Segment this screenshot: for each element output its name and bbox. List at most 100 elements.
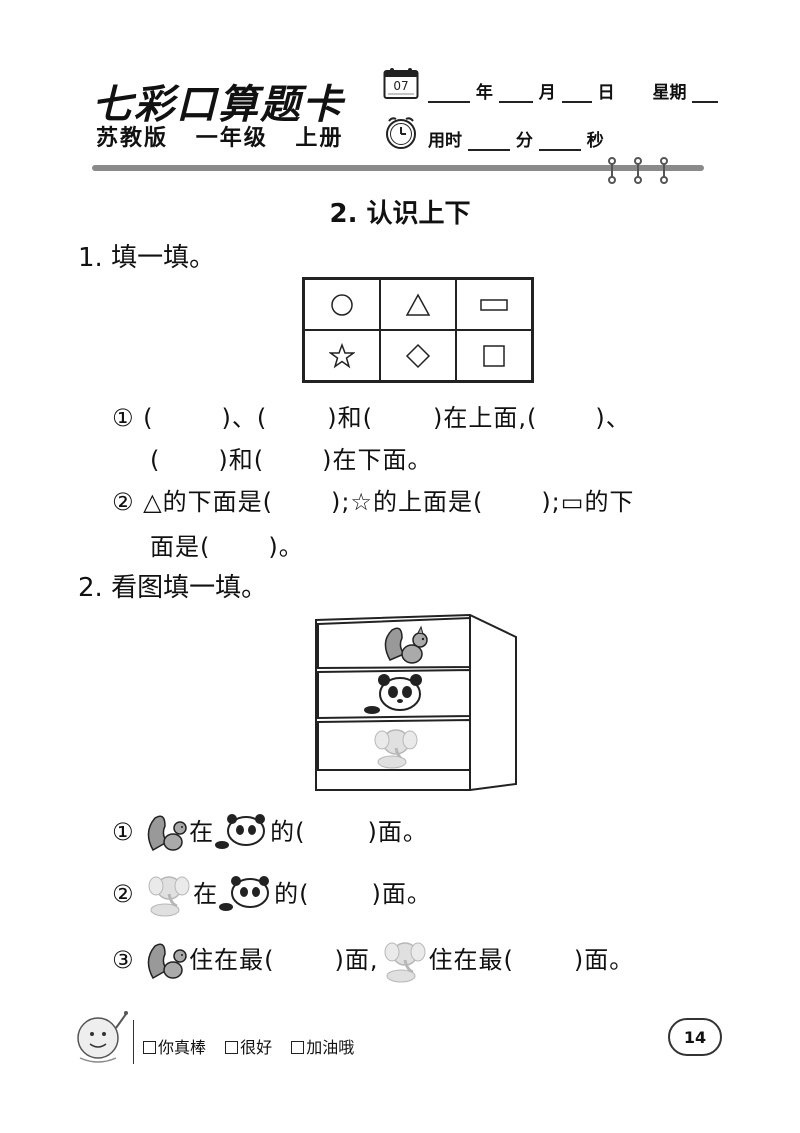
month-blank[interactable] (498, 87, 533, 103)
checkbox[interactable] (143, 1041, 156, 1054)
q1-sub2-line-a: ② △的下面是();☆的上面是();▭的下 (112, 482, 634, 517)
squirrel-icon (147, 943, 187, 980)
shape-cell (380, 279, 456, 330)
edition-grade: 一年级 (195, 126, 268, 151)
year-blank[interactable] (428, 87, 470, 103)
elephant-icon (384, 942, 426, 983)
calendar-day: 07 (393, 79, 408, 93)
text: )、 (595, 404, 631, 432)
diamond-shape-icon (405, 343, 431, 368)
rating-label: 加油哦 (306, 1038, 355, 1057)
second-label: 秒 (586, 131, 604, 151)
section-title: 2. 认识上下 (329, 199, 471, 229)
shape-cell (304, 330, 380, 381)
question-2-heading: 2. 看图填一填。 (78, 573, 268, 603)
minute-label: 分 (515, 131, 533, 151)
mascot-icon (77, 1011, 128, 1063)
panda-icon (219, 876, 270, 911)
sub-number: ① (112, 818, 135, 846)
time-row: 用时 分 秒 (428, 126, 604, 151)
rating-label: 你真棒 (158, 1038, 207, 1057)
elephant-icon (148, 876, 190, 917)
text: )面, (334, 946, 379, 974)
page-number: 14 (668, 1018, 722, 1056)
cabinet-shelf-top (317, 616, 471, 670)
squirrel-icon (147, 815, 187, 852)
checkbox[interactable] (225, 1041, 239, 1054)
edition-publisher: 苏教版 (96, 126, 169, 151)
checkbox[interactable] (291, 1041, 305, 1054)
text: )面。 (367, 818, 428, 846)
q2-item-1: ① 在 的( )面。 (112, 812, 428, 854)
elephant-icon (374, 729, 418, 769)
footer-separator (133, 1020, 134, 1064)
q1-sub1-line-b: ( )和( )在下面。 (150, 440, 432, 475)
text: )和( (218, 446, 265, 474)
binder-rings-icon (608, 157, 668, 184)
cabinet-illustration (315, 613, 517, 791)
text: ( (150, 446, 161, 474)
star-shape-icon (329, 342, 355, 368)
text: )面。 (573, 946, 635, 974)
text: );▭的下 (541, 488, 635, 516)
month-label: 月 (538, 83, 556, 103)
year-label: 年 (475, 83, 493, 103)
text: 的( (274, 880, 310, 908)
rating-option-2[interactable]: 很好 (225, 1038, 272, 1057)
shape-cell (304, 279, 380, 330)
second-blank[interactable] (538, 135, 581, 151)
question-1-heading: 1. 填一填。 (78, 243, 216, 273)
squirrel-icon (384, 625, 428, 664)
q1-sub1-line-a: ① ( )、( )和( )在上面,( )、 (112, 398, 631, 433)
square-shape-icon (483, 344, 505, 367)
rating-label: 很好 (240, 1038, 273, 1057)
q2-item-2: ② 在 的( )面。 (112, 872, 432, 918)
header-divider (92, 165, 704, 171)
self-rating: 你真棒 很好 加油哦 (143, 1034, 368, 1058)
time-used-label: 用时 (428, 131, 462, 151)
shape-cell (380, 330, 456, 381)
text: );☆的上面是( (330, 488, 484, 516)
weekday-label: 星期 (652, 83, 687, 103)
day-blank[interactable] (561, 87, 592, 103)
q1-sub2-line-b: 面是( )。 (150, 527, 304, 562)
text: 住在最( (189, 946, 275, 974)
panda-icon (215, 814, 266, 849)
calendar-icon: 07 (383, 68, 419, 99)
text: 住在最( (428, 946, 514, 974)
text: ( (143, 404, 154, 432)
circle-shape-icon (331, 293, 353, 316)
edition-volume: 上册 (295, 126, 344, 151)
rating-option-3[interactable]: 加油哦 (291, 1038, 354, 1057)
alarm-clock-icon (386, 117, 416, 149)
rating-option-1[interactable]: 你真棒 (143, 1038, 206, 1057)
text: 面是( (150, 533, 211, 561)
text: )在上面,( (433, 404, 538, 432)
text: )、( (221, 404, 268, 432)
text: )。 (268, 533, 304, 561)
cabinet-shelf-middle (317, 668, 471, 720)
cabinet-shelf-bottom (317, 718, 471, 771)
triangle-shape-icon (405, 292, 431, 316)
rectangle-shape-icon (480, 298, 508, 311)
sub-number: ① (112, 404, 135, 432)
text: )面。 (371, 880, 432, 908)
panda-icon (364, 674, 422, 714)
shape-cell (456, 330, 532, 381)
weekday-blank[interactable] (692, 87, 719, 103)
text: 在 (189, 818, 215, 846)
text: )和( (327, 404, 373, 432)
minute-blank[interactable] (467, 135, 510, 151)
brand-title: 七彩口算题卡 (92, 81, 344, 128)
shape-grid (302, 277, 534, 383)
q2-item-3: ③ 住在最( )面, 住在最( )面。 (112, 938, 634, 984)
sub-number: ② (112, 880, 135, 908)
text: )在下面。 (322, 446, 433, 474)
shape-cell (456, 279, 532, 330)
text: 的( (270, 818, 306, 846)
sub-number: ③ (112, 946, 135, 974)
text: 在 (193, 880, 219, 908)
edition-label: 苏教版 一年级 上册 (96, 120, 361, 152)
day-label: 日 (597, 83, 615, 103)
date-row: 年 月 日 星期 (428, 78, 719, 103)
